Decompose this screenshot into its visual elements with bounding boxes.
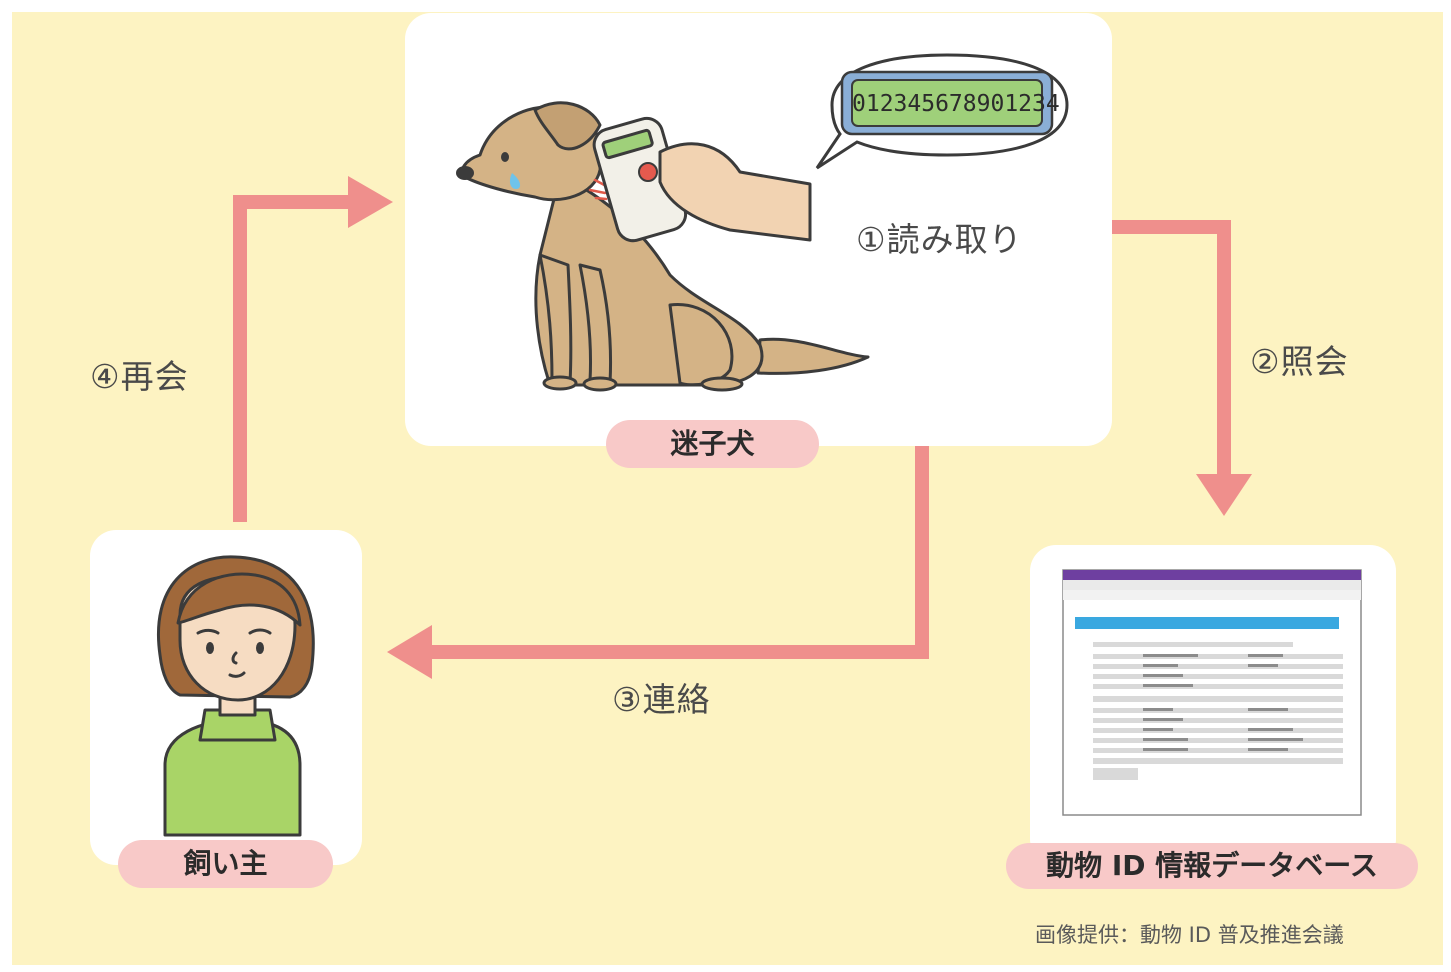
microchip-scanner (592, 116, 812, 243)
owner-illustration (157, 555, 315, 837)
step-contact: ③連絡 (612, 680, 711, 719)
step-read: ①読み取り (856, 220, 1023, 259)
arrowhead-reunion (348, 176, 393, 228)
database-label: 動物 ID 情報データベース (1006, 843, 1418, 889)
arrowhead-lookup (1196, 474, 1252, 516)
dog-label: 迷子犬 (606, 420, 819, 468)
database-screenshot (1062, 569, 1362, 816)
readout-bubble (815, 53, 1069, 170)
image-credit: 画像提供：動物 ID 普及推進会議 (1035, 923, 1344, 947)
scanner-readout: 012345678901234 (852, 91, 1060, 117)
arrowhead-contact (387, 625, 432, 679)
step-lookup: ②照会 (1250, 342, 1349, 381)
dog-illustration (456, 101, 870, 392)
step-reunion: ④再会 (90, 357, 189, 396)
owner-label: 飼い主 (118, 840, 333, 888)
arrow-reunion (233, 195, 350, 522)
